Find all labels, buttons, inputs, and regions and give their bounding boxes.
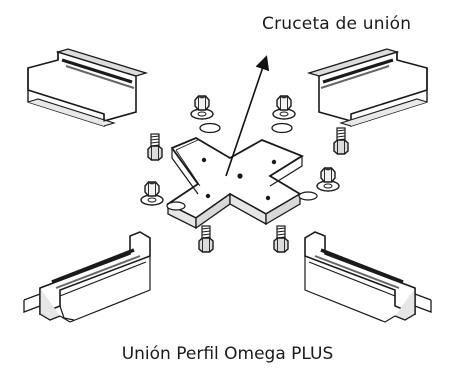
omega-profile-bottom-left [23,231,151,323]
callout-label: Cruceta de unión [262,14,412,34]
nut-washer-icon [190,94,214,120]
bolt-icon [333,127,349,155]
washer-icon [166,122,318,211]
callout-arrow [225,55,270,177]
nut-washer-icon [316,166,340,192]
omega-profile-top-right [306,48,428,127]
diagram-caption: Unión Perfil Omega PLUS [121,344,334,364]
omega-profile-bottom-right [304,231,432,323]
omega-profile-top-left [27,48,149,127]
bolt-icon [198,225,214,253]
bolt-icon [273,225,289,253]
nut-washer-icon [140,180,164,206]
bolt-icon [147,133,163,161]
cross-connector-plate [166,136,304,230]
nut-washer-icon [272,94,296,120]
